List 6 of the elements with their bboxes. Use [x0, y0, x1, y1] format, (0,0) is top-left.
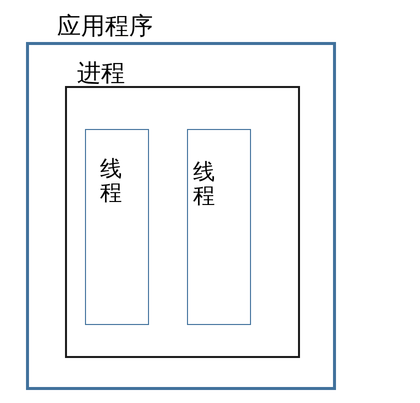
process-label: 进程	[77, 59, 125, 88]
thread-label: 线程	[100, 158, 122, 206]
thread-label: 线程	[193, 161, 215, 210]
thread-box	[85, 129, 149, 325]
frame-heading: 应用程序	[57, 12, 153, 41]
thread-box	[187, 129, 251, 325]
